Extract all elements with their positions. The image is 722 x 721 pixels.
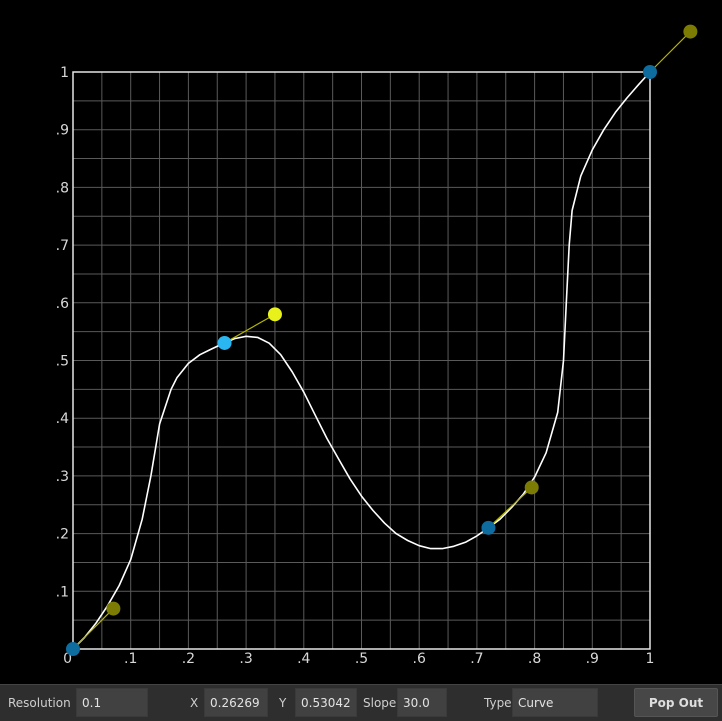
slope-field[interactable]: 30.0: [397, 688, 447, 717]
y-tick-label: .7: [56, 238, 69, 254]
y-tick-label: 1: [60, 65, 69, 81]
x-tick-label: .6: [413, 651, 426, 667]
x-tick-label: .7: [470, 651, 483, 667]
x-tick-label: .8: [528, 651, 541, 667]
y-tick-label: .1: [56, 584, 69, 600]
tangent-handle[interactable]: [106, 601, 121, 616]
tangent-handle[interactable]: [683, 24, 698, 39]
control-point-selected[interactable]: [217, 335, 232, 350]
y-tick-label: .3: [56, 469, 69, 485]
x-tick-label: .3: [239, 651, 252, 667]
x-tick-label: .4: [297, 651, 310, 667]
y-tick-label: .4: [56, 411, 69, 427]
curve-line: [72, 71, 651, 650]
y-label: Y: [279, 696, 287, 710]
plot-frame: [72, 71, 651, 650]
control-point[interactable]: [66, 642, 80, 656]
tangent-handle[interactable]: [524, 480, 539, 495]
x-tick-label: .2: [182, 651, 195, 667]
y-tick-label: .9: [56, 123, 69, 139]
bottom-toolbar: Resolution 0.1 X 0.26269 Y 0.53042 Slope…: [0, 684, 722, 721]
slope-label: Slope: [363, 696, 397, 710]
tangent-handle[interactable]: [267, 307, 282, 322]
x-value-field[interactable]: 0.26269: [204, 688, 268, 717]
x-tick-label: 0: [63, 651, 72, 667]
x-tick-label: 1: [646, 651, 655, 667]
x-label: X: [190, 696, 199, 710]
x-tick-label: .5: [355, 651, 368, 667]
tangent-line: [224, 313, 276, 344]
type-label: Type: [484, 696, 512, 710]
y-tick-label: .5: [56, 354, 69, 370]
tangent-line: [649, 31, 691, 73]
type-select[interactable]: Curve: [512, 688, 598, 717]
x-tick-label: .1: [124, 651, 137, 667]
x-tick-label: .9: [586, 651, 599, 667]
tangent-line: [72, 608, 114, 650]
control-point[interactable]: [643, 65, 657, 79]
curve-editor-canvas[interactable]: 0 .1 .2 .3 .4 .5 .6 .7 .8 .9 1 .1 .2 .3 .4 .5 .6 .7 .8 .9 1: [0, 0, 722, 684]
y-value-field[interactable]: 0.53042: [295, 688, 357, 717]
resolution-label: Resolution: [8, 696, 71, 710]
resolution-field[interactable]: 0.1: [76, 688, 148, 717]
y-tick-label: .2: [56, 527, 69, 543]
tangent-line: [488, 487, 533, 529]
curve-editor-area[interactable]: 0 .1 .2 .3 .4 .5 .6 .7 .8 .9 1 .1 .2 .3 .4 .5 .6 .7 .8 .9 1: [0, 0, 722, 684]
y-tick-label: .6: [56, 296, 69, 312]
pop-out-button[interactable]: Pop Out: [634, 688, 718, 717]
control-point[interactable]: [481, 520, 496, 535]
y-tick-label: .8: [56, 180, 69, 196]
